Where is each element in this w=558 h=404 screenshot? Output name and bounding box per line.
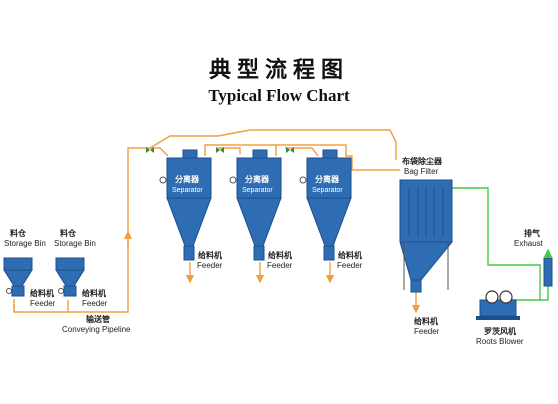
exhaust-silencer [543,257,553,287]
sep2-label-cn: 分离器 [245,174,270,184]
storage-bin-1 [3,257,33,297]
bin2-feeder-cn: 给料机 [82,288,106,298]
title-chinese: 典型流程图 [208,57,349,83]
bin2-feeder-body [63,285,77,297]
bagfilter-label-cn: 布袋除尘器 [401,156,443,166]
sep3-feeder-cn: 给料机 [338,250,362,260]
pipeline-main-run [13,147,150,313]
exhaust-label-en: Exhaust [514,239,544,248]
separator-3 [286,147,352,261]
pipeline-header-to-bagfilter [217,129,397,160]
sep1-feeder-en: Feeder [197,261,223,270]
sep3-gauge-icon [299,176,307,184]
sep-vent-2 [276,144,400,171]
blower-label-en: Roots Blower [476,337,524,346]
storage-bin-2 [55,257,85,297]
bin2-label-en: Storage Bin [54,239,96,248]
sep1-feeder-cn: 给料机 [198,250,222,260]
separator-1 [146,147,212,261]
blower-wheel-icon [485,290,499,304]
pipeline-header-1 [149,135,218,149]
sep3-label-en: Separator [312,187,343,194]
sep3-label-cn: 分离器 [315,174,340,184]
blower-label-cn: 罗茨风机 [484,326,516,336]
bin2-motor-icon [58,288,64,294]
bin1-feeder-en: Feeder [30,299,56,308]
sep1-label-en: Separator [172,187,203,194]
sep1-valve-icon [146,147,154,153]
sep3-feeder-body [323,245,335,261]
separator-2 [216,147,282,261]
conveying-pipeline [13,129,421,314]
sep2-valve-icon [216,147,224,153]
title-english: Typical Flow Chart [208,86,350,105]
bagfilter-label-en: Bag Filter [404,167,439,176]
bagfilter-feeder-en: Feeder [414,327,440,336]
sep3-feeder-en: Feeder [337,261,363,270]
sep2-feeder-cn: 给料机 [268,250,292,260]
sep3-valve-icon [286,147,294,153]
sep1-gauge-icon [159,176,167,184]
bin1-label-en: Storage Bin [4,239,46,248]
sep1-label-cn: 分离器 [175,174,200,184]
sep2-label-en: Separator [242,187,273,194]
roots-blower [476,290,520,320]
sep2-feeder-en: Feeder [267,261,293,270]
pipeline-branch-2 [218,147,241,154]
bin2-feeder-en: Feeder [82,299,108,308]
sep2-gauge-icon [229,176,237,184]
air-pipe-bagfilter-to-exhaust [452,187,549,301]
sep1-feeder-body [183,245,195,261]
bin1-feeder-body [11,285,25,297]
bin1-label-cn: 料仓 [10,228,27,238]
pipeline-label-en: Conveying Pipeline [62,325,131,334]
bin1-motor-icon [6,288,12,294]
pipeline-label-cn: 输送管 [86,314,110,324]
sep-vent-1 [204,144,277,156]
blower-wheel-icon [499,290,513,304]
exhaust-label-cn: 排气 [524,228,540,238]
sep2-feeder-body [253,245,265,261]
blower-base [476,316,520,320]
bagfilter-feeder-cn: 给料机 [414,316,438,326]
bin1-feeder-cn: 给料机 [30,288,54,298]
bin2-label-cn: 料仓 [60,228,77,238]
pipeline-branch-3 [285,147,319,157]
bag-filter [399,179,454,293]
bagfilter-feeder-body [410,279,422,293]
